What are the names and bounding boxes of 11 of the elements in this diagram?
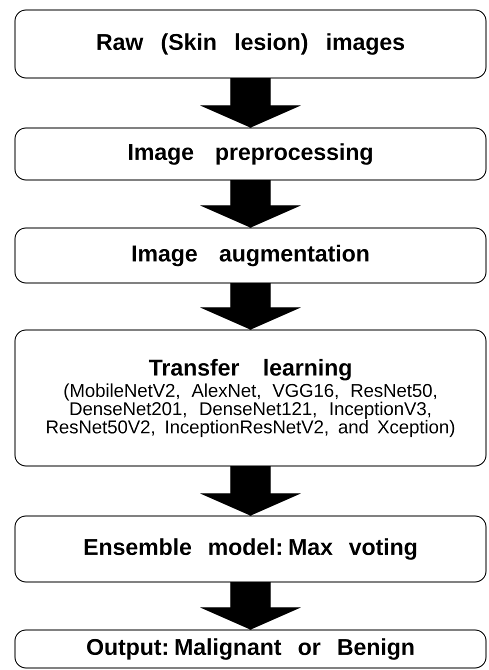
process-box: Transfer learning (MobileNetV2, AlexNet, VGG16, ResNet50, DenseNet201, DenseNet121, InceptionV3, ResNet50V2, InceptionResNetV2, and Xception) xyxy=(14,330,486,466)
process-box: Image preprocessing xyxy=(14,128,486,180)
process-box: Ensemble model: Max voting xyxy=(14,516,486,582)
process-box: Image augmentation xyxy=(14,228,486,284)
block-arrow xyxy=(200,180,301,228)
process-box: Output: Malignant or Benign xyxy=(14,630,486,668)
block-arrow xyxy=(200,582,301,630)
block-arrow xyxy=(200,466,301,516)
process-box: Raw (Skin lesion) images xyxy=(14,10,486,78)
block-arrow xyxy=(200,78,301,128)
block-arrow xyxy=(200,283,301,330)
